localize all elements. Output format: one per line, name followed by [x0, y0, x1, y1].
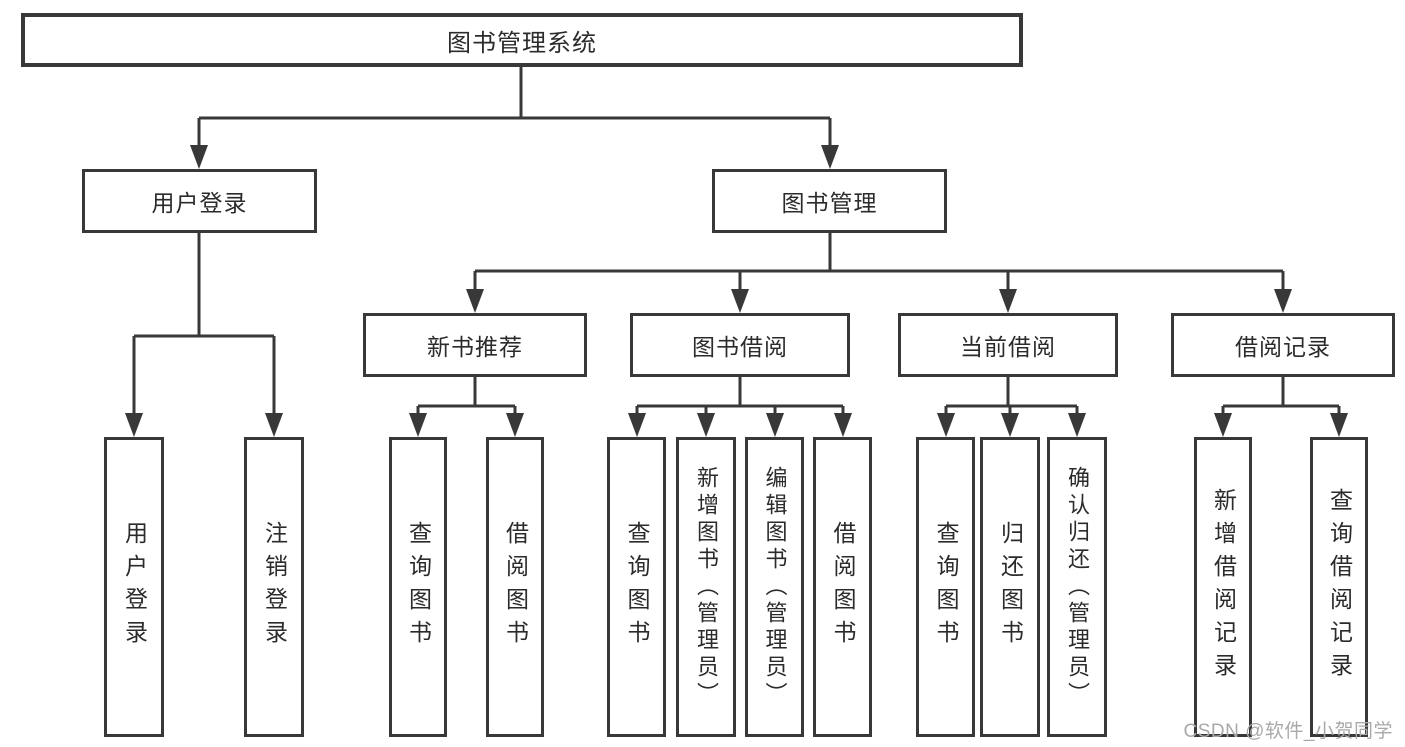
arrow-down-icon — [190, 145, 208, 169]
node-label: 查询图书 — [933, 521, 959, 653]
node-label: 归还图书 — [997, 521, 1024, 653]
arrow-down-icon — [1068, 413, 1086, 437]
arrow-down-icon — [1214, 413, 1232, 437]
node-label: 编辑图书（管理员） — [762, 465, 788, 709]
connector-line — [635, 377, 845, 416]
connector-bookmgmt-to-level3 — [466, 233, 1292, 313]
connector-root-to-level2 — [190, 67, 839, 169]
node-label: 查询借阅记录 — [1326, 488, 1353, 686]
arrow-down-icon — [1274, 289, 1292, 313]
node-root: 图书管理系统 — [21, 13, 1023, 67]
node-label: 查询图书 — [405, 521, 432, 653]
node-label: 新书推荐 — [427, 334, 523, 360]
node-leaf-recommend-query-book: 查询图书 — [389, 437, 447, 737]
node-label: 图书管理 — [781, 190, 878, 216]
arrow-down-icon — [731, 289, 749, 313]
node-current-borrow: 当前借阅 — [898, 313, 1118, 377]
node-leaf-current-query-book: 查询图书 — [916, 437, 975, 737]
connector-userlogin-to-leaves — [125, 233, 283, 437]
connector-line — [197, 67, 832, 148]
connector-line — [416, 377, 517, 416]
connector-bookborrow-to-leaves — [628, 377, 852, 437]
node-label: 图书管理系统 — [447, 29, 597, 57]
node-new-book-recommend: 新书推荐 — [363, 313, 587, 377]
arrow-down-icon — [1001, 413, 1019, 437]
node-label: 图书借阅 — [692, 334, 788, 360]
node-label: 借阅记录 — [1235, 334, 1331, 360]
node-leaf-user-login: 用户登录 — [104, 437, 164, 737]
arrow-down-icon — [937, 413, 955, 437]
node-user-login: 用户登录 — [82, 169, 317, 233]
connector-line — [1221, 377, 1341, 416]
arrow-down-icon — [999, 289, 1017, 313]
node-label: 注销登录 — [261, 521, 288, 653]
arrow-down-icon — [409, 413, 427, 437]
node-label: 查询图书 — [624, 521, 650, 653]
node-leaf-add-book-admin: 新增图书（管理员） — [676, 437, 736, 737]
node-leaf-borrow-query-book: 查询图书 — [607, 437, 666, 737]
node-book-borrow: 图书借阅 — [630, 313, 850, 377]
node-leaf-borrow-book: 借阅图书 — [813, 437, 872, 737]
connector-line — [132, 233, 276, 416]
node-label: 新增借阅记录 — [1210, 488, 1237, 686]
node-leaf-confirm-return-admin: 确认归还（管理员） — [1047, 437, 1107, 737]
arrow-down-icon — [766, 413, 784, 437]
arrow-down-icon — [265, 413, 283, 437]
arrow-down-icon — [125, 413, 143, 437]
node-book-management: 图书管理 — [712, 169, 947, 233]
node-label: 当前借阅 — [960, 334, 1056, 360]
arrow-down-icon — [834, 413, 852, 437]
arrow-down-icon — [697, 413, 715, 437]
node-borrow-record: 借阅记录 — [1171, 313, 1395, 377]
node-leaf-add-borrow-record: 新增借阅记录 — [1194, 437, 1252, 737]
connector-line — [944, 377, 1079, 416]
node-leaf-query-borrow-record: 查询借阅记录 — [1310, 437, 1368, 737]
node-label: 用户登录 — [151, 190, 248, 216]
connector-newbookrec-to-leaves — [409, 377, 524, 437]
node-leaf-recommend-borrow-book: 借阅图书 — [486, 437, 544, 737]
node-leaf-return-book: 归还图书 — [980, 437, 1040, 737]
connector-borrowrecord-to-leaves — [1214, 377, 1348, 437]
arrow-down-icon — [506, 413, 524, 437]
node-label: 用户登录 — [121, 521, 148, 653]
node-label: 新增图书（管理员） — [694, 465, 719, 709]
node-label: 借阅图书 — [502, 521, 529, 653]
connector-currentborrow-to-leaves — [937, 377, 1086, 437]
node-leaf-edit-book-admin: 编辑图书（管理员） — [745, 437, 804, 737]
node-leaf-logout: 注销登录 — [244, 437, 304, 737]
node-label: 确认归还（管理员） — [1065, 465, 1090, 709]
arrow-down-icon — [466, 289, 484, 313]
watermark: CSDN @软件_小贺同学 — [1183, 721, 1393, 742]
node-label: 借阅图书 — [830, 521, 856, 653]
arrow-down-icon — [821, 145, 839, 169]
arrow-down-icon — [1330, 413, 1348, 437]
arrow-down-icon — [628, 413, 646, 437]
connector-line — [473, 233, 1285, 292]
